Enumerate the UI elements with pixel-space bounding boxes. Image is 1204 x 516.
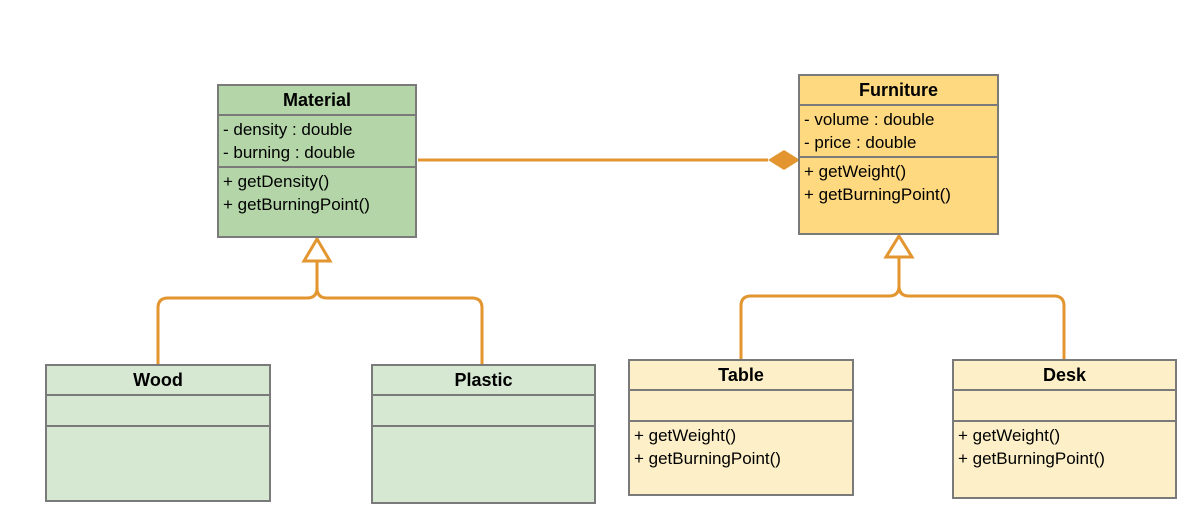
method: + getBurningPoint() <box>223 195 370 214</box>
class-plastic[interactable]: Plastic <box>371 364 596 504</box>
methods-compartment <box>47 427 269 500</box>
generalization-triangle-furniture <box>883 233 915 259</box>
class-desk[interactable]: Desk + getWeight() + getBurningPoint() <box>952 359 1177 499</box>
class-furniture[interactable]: Furniture - volume : double - price : do… <box>798 74 999 235</box>
class-name: Furniture <box>800 76 997 106</box>
attributes-compartment <box>630 391 852 422</box>
class-name: Desk <box>954 361 1175 391</box>
methods-compartment <box>373 427 594 502</box>
inheritance-line-plastic <box>315 287 484 365</box>
class-name: Plastic <box>373 366 594 396</box>
composition-diamond <box>768 150 800 170</box>
method: + getWeight() <box>804 162 907 181</box>
methods-compartment: + getWeight() + getBurningPoint() <box>630 422 852 494</box>
attributes-compartment <box>47 396 269 427</box>
class-wood[interactable]: Wood <box>45 364 271 502</box>
method: + getBurningPoint() <box>804 185 951 204</box>
attributes-compartment <box>954 391 1175 422</box>
inheritance-line-wood <box>156 261 319 365</box>
inheritance-line-table <box>739 257 901 360</box>
class-name: Material <box>219 86 415 116</box>
method: + getBurningPoint() <box>958 449 1105 468</box>
class-name: Table <box>630 361 852 391</box>
attribute: - price : double <box>804 133 917 152</box>
class-table[interactable]: Table + getWeight() + getBurningPoint() <box>628 359 854 496</box>
method: + getDensity() <box>223 172 330 191</box>
attribute: - density : double <box>223 120 353 139</box>
generalization-triangle-material <box>301 236 333 263</box>
attributes-compartment: - density : double - burning : double <box>219 116 415 168</box>
method: + getWeight() <box>958 426 1061 445</box>
class-name: Wood <box>47 366 269 396</box>
attributes-compartment: - volume : double - price : double <box>800 106 997 158</box>
method: + getBurningPoint() <box>634 449 781 468</box>
attributes-compartment <box>373 396 594 427</box>
inheritance-line-desk <box>897 285 1066 360</box>
method: + getWeight() <box>634 426 737 445</box>
methods-compartment: + getDensity() + getBurningPoint() <box>219 168 415 236</box>
methods-compartment: + getWeight() + getBurningPoint() <box>800 158 997 233</box>
attribute: - volume : double <box>804 110 935 129</box>
class-material[interactable]: Material - density : double - burning : … <box>217 84 417 238</box>
attribute: - burning : double <box>223 143 356 162</box>
methods-compartment: + getWeight() + getBurningPoint() <box>954 422 1175 497</box>
